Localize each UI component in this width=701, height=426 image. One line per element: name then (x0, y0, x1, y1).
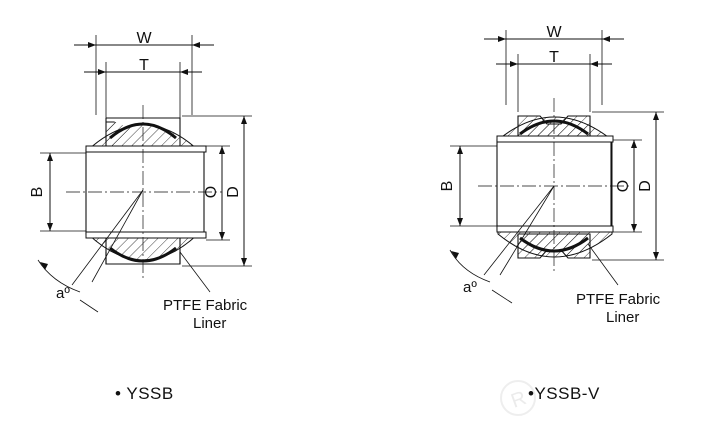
registered-watermark: R (500, 380, 536, 416)
liner-label-line2: Liner (193, 315, 226, 332)
b-dimension: B (439, 145, 497, 227)
w-label: W (136, 30, 152, 47)
angle-label: aº (463, 279, 477, 296)
liner-label-line2: Liner (606, 309, 639, 326)
yssb-v-drawing: W T aº (439, 24, 664, 326)
w-dimension: W (484, 24, 624, 105)
o-dimension: O (203, 145, 230, 241)
b-label: B (439, 181, 456, 192)
angle-label: aº (56, 285, 70, 302)
yssb-drawing: W T (29, 30, 252, 332)
caption-yssb: • YSSB (115, 384, 174, 403)
caption-yssb-v: •YSSB-V (528, 384, 600, 404)
ptfe-liner-top (109, 122, 177, 140)
t-dimension: T (496, 49, 612, 112)
o-dimension: O (613, 139, 642, 233)
svg-text:R: R (508, 387, 529, 413)
d-dimension: D (182, 115, 252, 267)
o-label: O (203, 186, 220, 198)
w-label: W (546, 24, 562, 41)
liner-label-line1: PTFE Fabric (163, 297, 248, 314)
w-dimension: W (74, 30, 214, 115)
b-label: B (29, 187, 46, 198)
d-dimension: D (592, 111, 664, 261)
ptfe-liner-bottom (519, 236, 589, 253)
caption-yssb-v-text: YSSB-V (534, 384, 600, 403)
t-dimension: T (84, 57, 202, 120)
t-label: T (139, 57, 149, 74)
o-label: O (615, 180, 632, 192)
b-dimension: B (29, 152, 86, 232)
d-label: D (225, 186, 242, 198)
d-label: D (637, 180, 654, 192)
bullet: • (528, 384, 535, 403)
liner-label-line1: PTFE Fabric (576, 291, 661, 308)
t-label: T (549, 49, 559, 66)
